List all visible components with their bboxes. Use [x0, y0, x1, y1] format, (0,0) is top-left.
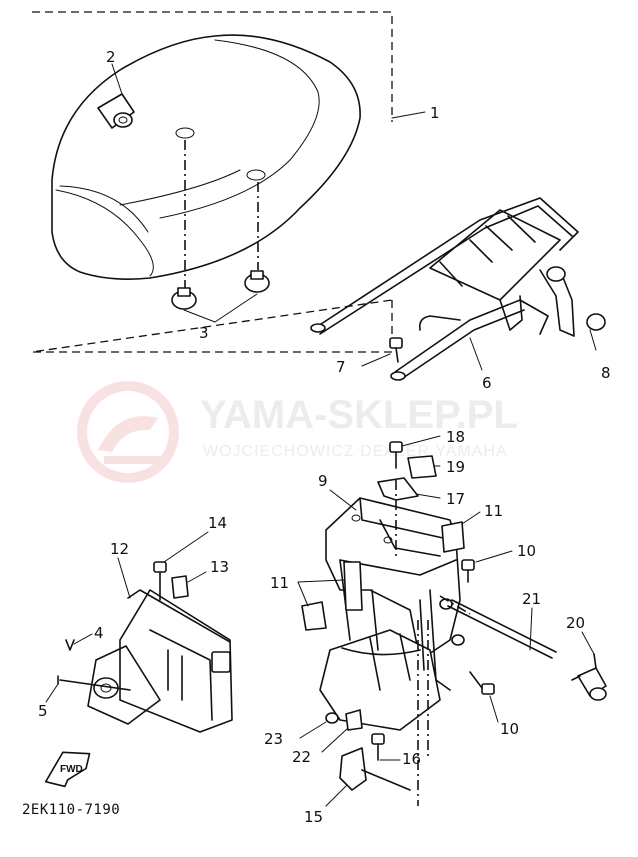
watermark-logo-icon: [77, 381, 179, 483]
leader-1: [391, 111, 426, 119]
callout-16: 16: [402, 750, 421, 768]
callout-23: 23: [264, 730, 283, 748]
pin-4-part: [65, 639, 75, 651]
leader-3: [183, 293, 258, 323]
leader-10a: [475, 550, 513, 563]
seat-lock-part: [97, 93, 135, 129]
leader-2: [111, 63, 123, 95]
callout-22: 22: [292, 748, 311, 766]
fwd-label: FWD: [60, 764, 83, 775]
leader-8: [589, 329, 597, 351]
shaft-21-part: [439, 595, 557, 659]
clip-19-part: [407, 455, 437, 479]
callout-19: 19: [446, 458, 465, 476]
callout-20: 20: [566, 614, 585, 632]
callout-18: 18: [446, 428, 465, 446]
callout-12: 12: [110, 540, 129, 558]
callout-10a: 10: [517, 542, 536, 560]
seat-damper-parts: [171, 140, 270, 310]
callout-7: 7: [336, 358, 346, 376]
rear-carrier-part: [310, 197, 579, 381]
callout-15: 15: [304, 808, 323, 826]
callout-labels: 2 1 3 7 6 8 18 19 9 17 11 14 10 12 13 11…: [38, 48, 611, 826]
callout-13: 13: [210, 558, 229, 576]
frame-bracket-part: [319, 497, 465, 731]
leader-11a: [297, 579, 345, 607]
callout-17: 17: [446, 490, 465, 508]
leader-23: [299, 721, 327, 739]
callout-14: 14: [208, 514, 227, 532]
leader-22: [321, 727, 349, 753]
left-bracket-part: [57, 589, 233, 733]
leader-11b: [461, 511, 481, 525]
fwd-arrow-icon: FWD: [44, 751, 91, 788]
bracket-15-part: [339, 747, 411, 791]
callout-4: 4: [94, 624, 104, 642]
callout-2: 2: [106, 48, 116, 66]
leader-4: [73, 633, 93, 645]
bolt-23-part: [325, 712, 339, 724]
callout-11b: 11: [484, 502, 503, 520]
bolt-18-part: [389, 441, 403, 469]
watermark: YAMA-SKLEP.PL WOJCIECHOWICZ DEALER YAMAH…: [77, 381, 518, 483]
callout-5: 5: [38, 702, 48, 720]
bracket-17-part: [377, 477, 419, 560]
clip-22-part: [345, 709, 363, 731]
cap-8-part: [586, 313, 606, 331]
switch-20-part: [571, 653, 607, 701]
watermark-brand: YAMA-SKLEP.PL: [200, 393, 518, 437]
callout-6: 6: [482, 374, 492, 392]
seat-assembly-group: [31, 11, 426, 353]
leader-7: [361, 353, 391, 367]
leader-12: [117, 557, 131, 599]
leader-10b: [489, 695, 499, 723]
leader-17: [415, 493, 441, 499]
callout-8: 8: [601, 364, 611, 382]
leader-9: [329, 489, 357, 511]
bolt-7-part: [389, 337, 403, 363]
callout-3: 3: [199, 324, 209, 342]
leader-15: [325, 785, 347, 807]
leader-18: [401, 435, 441, 447]
leader-21: [529, 607, 533, 651]
plate-13-part: [171, 575, 189, 599]
bolt-10-parts: [461, 559, 495, 695]
callout-21: 21: [522, 590, 541, 608]
callout-9: 9: [318, 472, 328, 490]
seat-assembly-boundary: [31, 11, 393, 353]
leader-14: [163, 531, 209, 563]
leader-20: [581, 631, 595, 655]
seat-part: [51, 34, 361, 280]
callout-11a: 11: [270, 574, 289, 592]
bolt-16-part: [371, 733, 385, 761]
pad-parts-11: [301, 521, 465, 631]
callout-10b: 10: [500, 720, 519, 738]
bolt-14-part: [153, 561, 167, 601]
diagram-code: 2EK110-7190: [22, 802, 120, 818]
callout-1: 1: [430, 104, 440, 122]
leader-6: [469, 337, 483, 371]
leader-13: [187, 571, 207, 583]
leader-5: [45, 683, 59, 703]
